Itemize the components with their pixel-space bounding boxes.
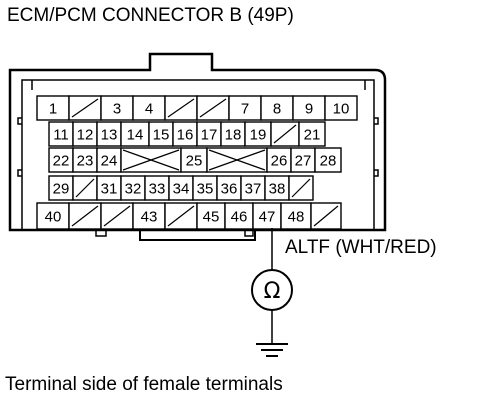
terminal-number: 32 — [125, 181, 142, 198]
diagram-title: ECM/PCM CONNECTOR B (49P) — [7, 5, 294, 26]
terminal-number: 17 — [201, 127, 218, 144]
terminal-number: 21 — [304, 127, 321, 144]
unused-terminal-slash — [167, 205, 195, 227]
terminal-number: 9 — [305, 101, 313, 118]
terminal-cell — [192, 175, 218, 201]
terminal-number: 27 — [295, 153, 312, 170]
unused-terminal-slash — [273, 124, 297, 144]
terminal-number: 38 — [269, 181, 286, 198]
terminal-number: 23 — [77, 153, 94, 170]
terminal-number: 35 — [197, 181, 214, 198]
terminal-number: 24 — [101, 153, 118, 170]
terminal-number: 46 — [231, 209, 248, 226]
unused-terminal-slash — [167, 98, 195, 118]
terminal-number: 7 — [241, 101, 249, 118]
unused-terminal-slash — [75, 178, 95, 198]
unused-terminal-slash — [291, 178, 311, 198]
terminal-number: 34 — [173, 181, 190, 198]
terminal-cell — [172, 121, 198, 147]
terminal-cell — [36, 202, 70, 230]
terminal-cell — [324, 95, 358, 121]
terminal-number: 40 — [45, 209, 62, 226]
blocked-cell-cross — [208, 149, 266, 171]
terminal-number: 4 — [145, 101, 153, 118]
terminal-number: 45 — [203, 209, 220, 226]
terminal-cell — [292, 95, 326, 121]
caption: Terminal side of female terminals — [5, 374, 283, 395]
terminal-number: 18 — [225, 127, 242, 144]
wire-label: ALTF (WHT/RED) — [285, 237, 437, 258]
terminal-cell — [314, 147, 342, 173]
terminal-number: 8 — [273, 101, 281, 118]
terminal-cell — [228, 95, 262, 121]
terminal-number: 26 — [271, 153, 288, 170]
terminal-cell — [180, 147, 208, 173]
terminal-number: 48 — [288, 209, 305, 226]
terminal-cell — [224, 202, 254, 230]
terminal-cell — [252, 202, 282, 230]
terminal-number: 37 — [245, 181, 262, 198]
unused-terminal-slash — [71, 205, 99, 227]
unused-terminal-slash — [199, 98, 227, 118]
terminal-number: 16 — [177, 127, 194, 144]
terminal-number: 10 — [333, 101, 350, 118]
terminal-number: 22 — [53, 153, 70, 170]
terminal-cell — [260, 95, 294, 121]
terminal-number: 11 — [53, 127, 69, 144]
terminal-number: 3 — [113, 101, 121, 118]
ground-icon — [256, 343, 288, 357]
terminal-cell — [264, 175, 290, 201]
terminal-cell — [148, 121, 174, 147]
terminal-cell — [168, 175, 194, 201]
terminal-cell — [132, 202, 166, 230]
unused-terminal-slash — [313, 205, 339, 227]
terminal-number: 19 — [250, 127, 267, 144]
unused-terminal-slash — [103, 205, 131, 227]
terminal-number: 29 — [53, 181, 70, 198]
blocked-cell-cross — [122, 149, 180, 171]
terminal-number: 36 — [221, 181, 238, 198]
terminal-number: 13 — [101, 127, 118, 144]
terminal-number: 47 — [259, 209, 276, 226]
terminal-number: 33 — [149, 181, 166, 198]
terminal-number: 12 — [77, 127, 94, 144]
terminal-cell — [72, 121, 98, 147]
terminal-cell — [280, 202, 312, 230]
terminal-number: 15 — [153, 127, 170, 144]
terminal-cell — [220, 121, 246, 147]
terminal-cell — [244, 121, 272, 147]
terminal-cell — [48, 147, 74, 173]
terminal-cell — [266, 147, 292, 173]
terminal-cell — [48, 121, 74, 147]
terminal-number: 1 — [49, 101, 57, 118]
ohm-symbol: Ω — [264, 279, 281, 304]
unused-terminal-slash — [71, 98, 99, 118]
terminal-number: 43 — [141, 209, 158, 226]
terminal-cell — [96, 175, 122, 201]
wire-and-meter — [251, 228, 293, 344]
terminal-number: 25 — [186, 153, 203, 170]
terminal-cell — [96, 121, 122, 147]
terminal-number: 28 — [320, 153, 337, 170]
connector-housing — [8, 52, 387, 241]
terminal-number: 31 — [101, 181, 118, 198]
terminal-cell — [120, 121, 150, 147]
terminal-number: 14 — [127, 127, 144, 144]
terminal-cell — [96, 147, 122, 173]
terminal-cell — [298, 121, 326, 147]
